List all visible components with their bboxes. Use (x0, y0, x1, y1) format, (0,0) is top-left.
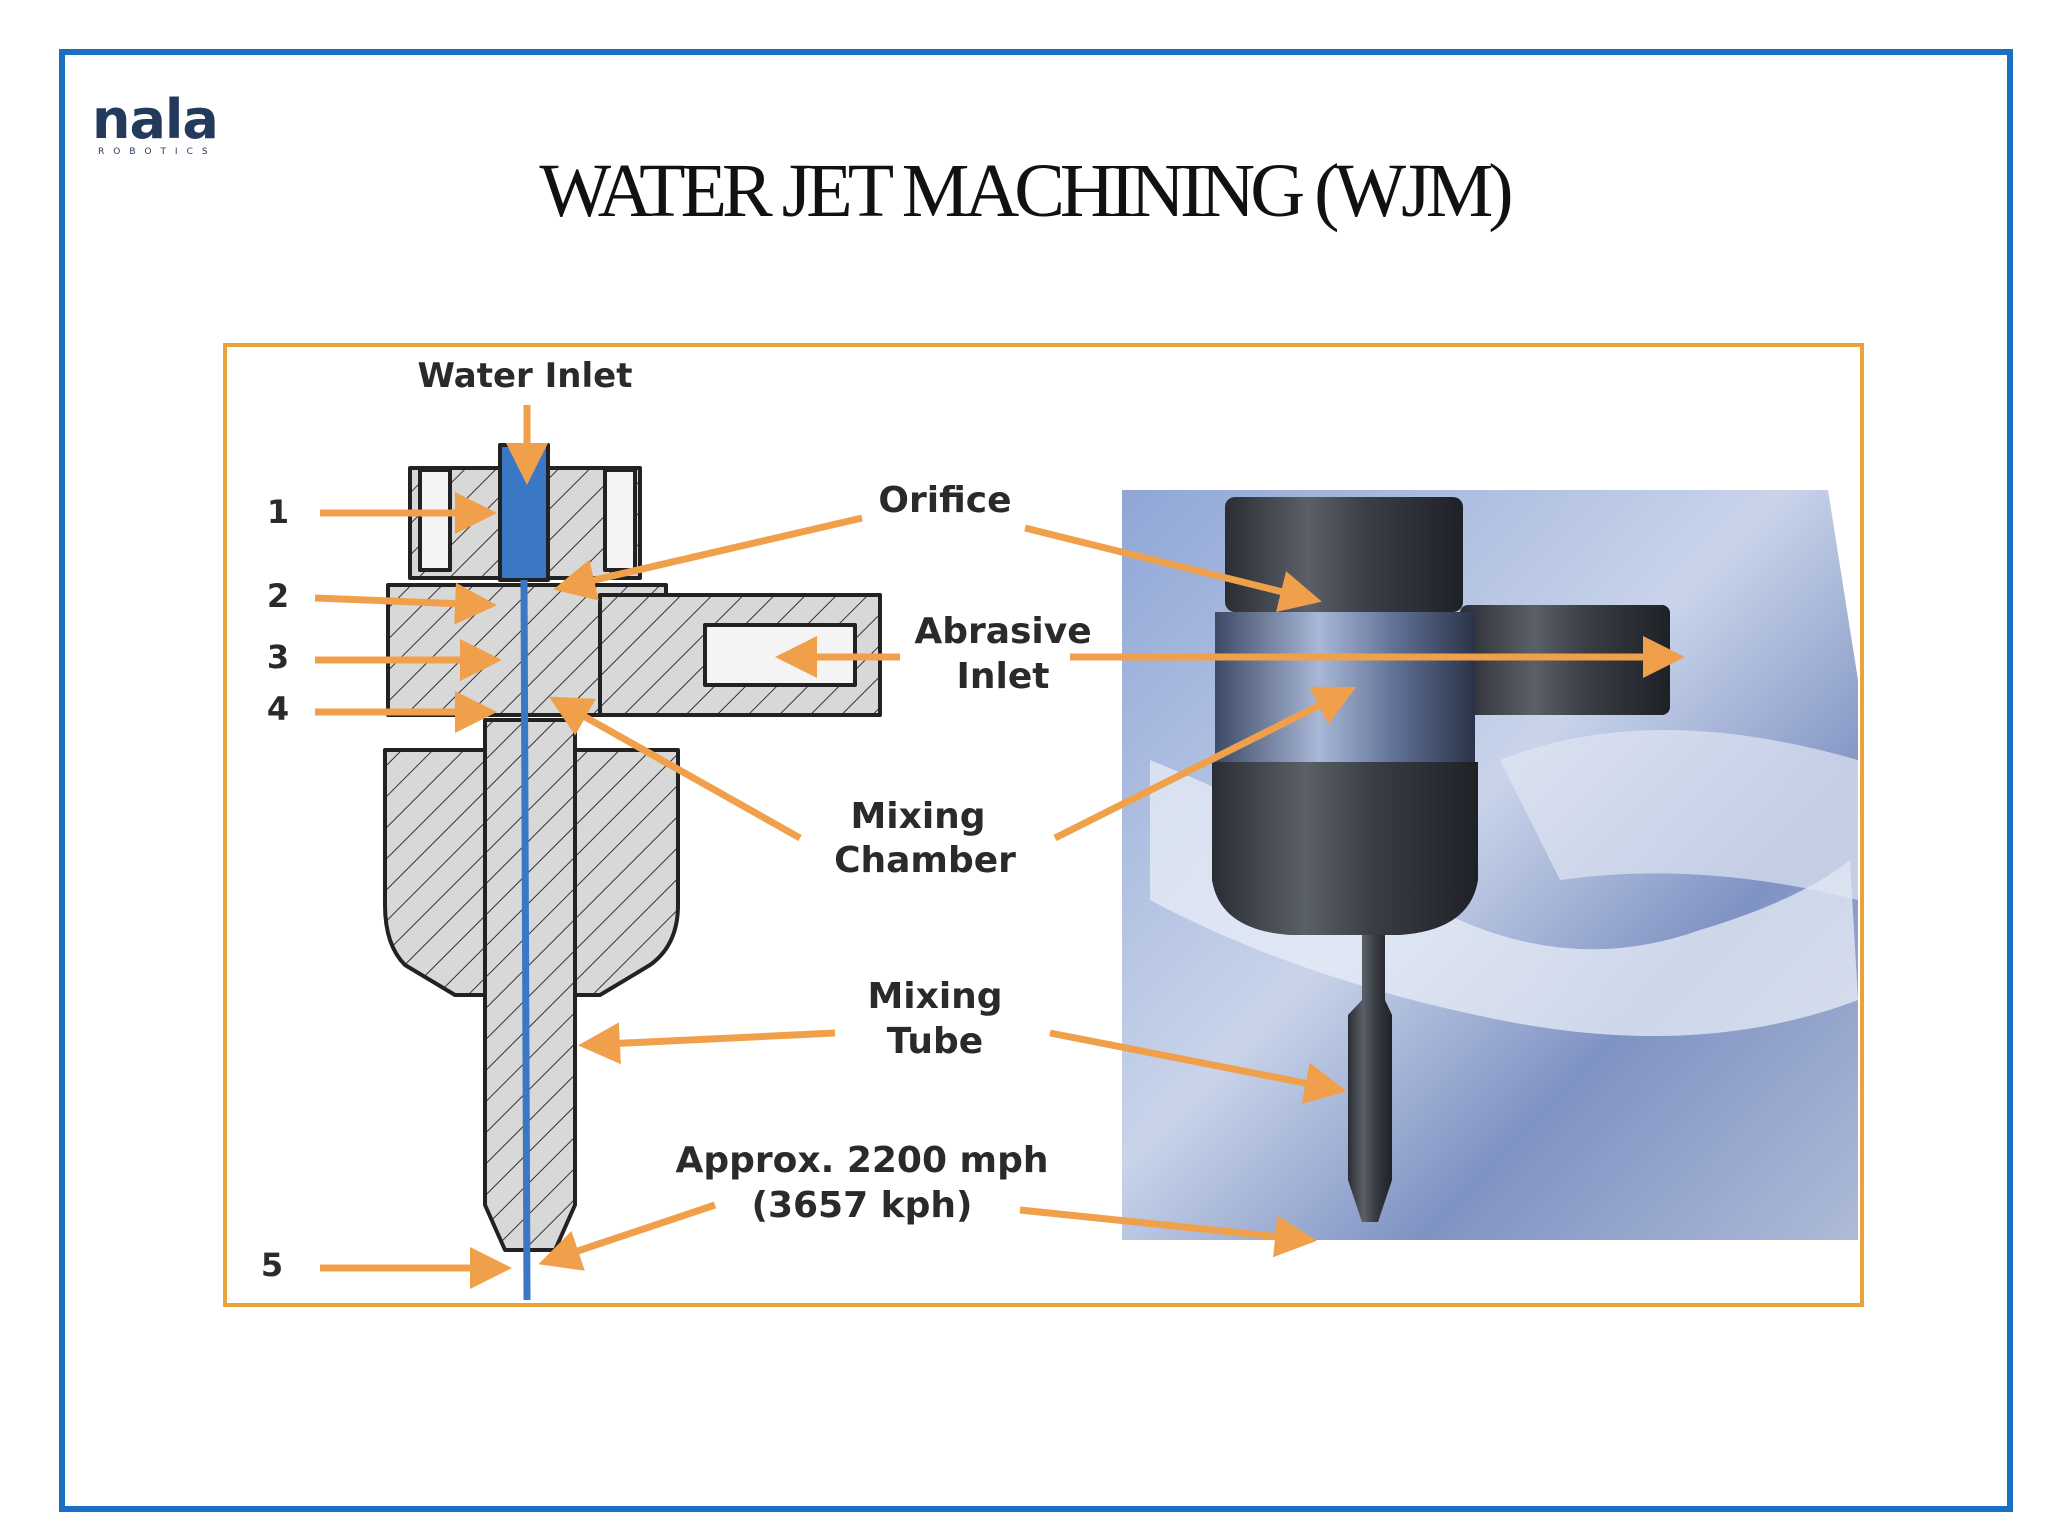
arrow-orifice-photo (1024, 524, 1322, 612)
inlet-fitting-left-nut (418, 468, 452, 572)
logo-subtext: ROBOTICS (98, 147, 217, 157)
label-orifice: Orifice (878, 480, 1011, 521)
photo-nozzle-hex-top (1225, 497, 1463, 612)
part-number-5: 5 (261, 1246, 283, 1284)
inlet-fitting-right-nut (603, 468, 637, 572)
label-mixing-tube-line2: Tube (887, 1021, 983, 1062)
label-mixing-chamber-line1: Mixing (850, 796, 985, 837)
callout-arrows (314, 405, 1685, 1289)
arrow-2 (314, 582, 497, 625)
photo-nozzle-body (1212, 762, 1478, 935)
arrow-orifice-diagram (553, 514, 863, 601)
label-abrasive-inlet-line1: Abrasive (914, 611, 1091, 652)
nozzle-photo (1122, 490, 1858, 1240)
figure-labels: Water Inlet Orifice Abrasive Inlet Mixin… (261, 356, 1092, 1284)
photo-water-spray (1150, 760, 1858, 1036)
arrow-mixing-tube-diagram (578, 1022, 836, 1065)
part-number-3: 3 (267, 638, 289, 676)
slide-title: WATER JET MACHINING (WJM) (539, 149, 1513, 233)
logo-wordmark: nala (92, 90, 218, 151)
label-speed-line1: Approx. 2200 mph (676, 1140, 1049, 1181)
arrow-speed-photo (1019, 1206, 1317, 1258)
mixing-tube (483, 718, 577, 1252)
arrow-mixing-tube-photo (1049, 1029, 1347, 1104)
photo-metal-plate (1500, 730, 1858, 900)
arrow-speed-diagram (538, 1201, 717, 1271)
figure-border (223, 343, 1864, 1307)
label-mixing-tube-line1: Mixing (867, 976, 1002, 1017)
slide-frame (59, 49, 2013, 1512)
arrow-mixing-chamber-photo (1053, 686, 1357, 842)
nala-robotics-logo: nala ROBOTICS (92, 90, 219, 157)
part-number-4: 4 (267, 690, 289, 728)
label-mixing-chamber-line2: Chamber (834, 840, 1016, 881)
nozzle-cross-section (383, 443, 882, 1301)
water-jet-line (520, 579, 531, 1301)
label-water-inlet: Water Inlet (418, 356, 633, 396)
part-number-1: 1 (267, 493, 289, 531)
photo-mixing-tube (1348, 935, 1392, 1222)
part-number-2: 2 (267, 577, 289, 615)
label-speed-line2: (3657 kph) (752, 1185, 973, 1226)
arrow-mixing-chamber-diagram (548, 696, 802, 842)
label-abrasive-inlet-line2: Inlet (957, 656, 1050, 697)
